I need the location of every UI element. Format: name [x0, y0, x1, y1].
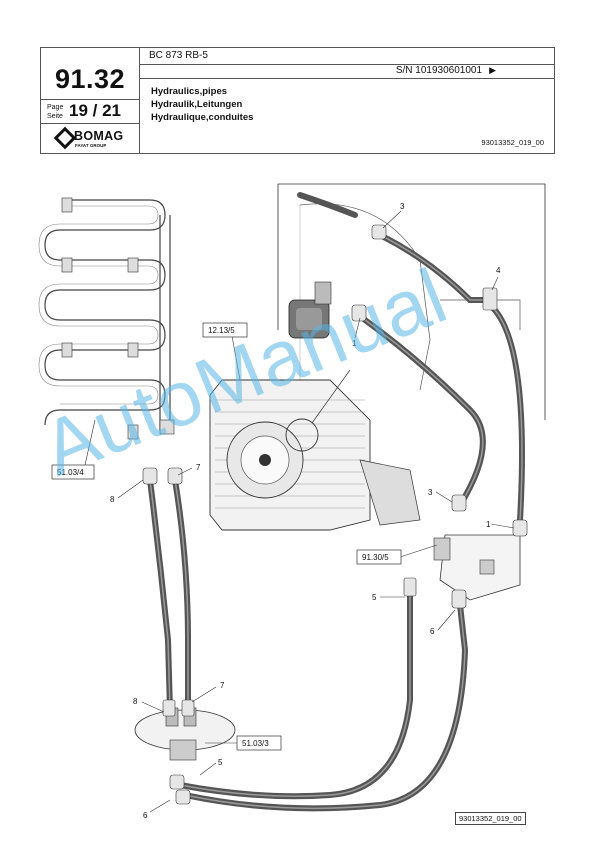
reference-boxes: 12.13/5 51.03/4 91.30/5 51.03/3 — [51, 322, 402, 751]
callout-8: 8 — [133, 697, 138, 706]
cooler-coil — [38, 199, 171, 430]
callout-7: 7 — [220, 681, 225, 690]
callout-6: 6 — [430, 627, 435, 636]
logo-text: BOMAG — [74, 129, 124, 143]
doc-code: 93013352_019_00 — [481, 138, 544, 147]
ref-51-03-4: 51.03/4 — [57, 468, 84, 477]
page-label-en: Page — [47, 104, 64, 111]
callout-3: 3 — [400, 202, 405, 211]
callout-5: 5 — [372, 593, 377, 602]
serial-number: S/N 101930601001 — [395, 65, 482, 76]
detail-circle — [285, 418, 319, 452]
model-name: BC 873 RB-5 — [149, 50, 208, 61]
page-number: 19 / 21 — [69, 101, 121, 120]
callout-1: 1 — [486, 520, 491, 529]
title-de: Hydraulik,Leitungen — [151, 99, 243, 110]
title-block-left: 91.32 Page Seite 19 / 21 BOMAG FAYAT GRO… — [41, 48, 140, 153]
figure-code: 93013352_019_00 — [455, 812, 526, 825]
callout-5: 5 — [218, 758, 223, 767]
hose-fittings — [142, 224, 528, 805]
callout-1: 1 — [352, 339, 357, 348]
bomag-logo: BOMAG FAYAT GROUP — [41, 123, 139, 154]
callout-numbers: 3 4 1 3 1 5 6 7 8 7 8 5 6 — [110, 202, 501, 820]
model-row: BC 873 RB-5 — [139, 48, 554, 65]
title-fr: Hydraulique,conduites — [151, 112, 254, 123]
callout-3: 3 — [428, 488, 433, 497]
oil-cooler — [209, 379, 421, 531]
divider — [41, 99, 139, 100]
page-label-de: Seite — [47, 113, 63, 120]
ref-51-03-3: 51.03/3 — [242, 739, 269, 748]
coil-clips — [61, 197, 175, 440]
hoses — [147, 192, 525, 812]
title-en: Hydraulics,pipes — [151, 86, 228, 97]
ref-12-13-5: 12.13/5 — [208, 326, 235, 335]
serial-arrow-icon: ▶ — [489, 65, 496, 75]
group-number: 91.32 — [54, 64, 126, 94]
hose-base-plate — [134, 707, 236, 761]
valve-block — [433, 534, 521, 601]
title-block: 91.32 Page Seite 19 / 21 BOMAG FAYAT GRO… — [40, 47, 555, 154]
page-label: Page Seite — [47, 103, 63, 121]
serial-row: S/N 101930601001 ▶ — [139, 64, 554, 79]
inset-frame — [277, 183, 546, 420]
callout-4: 4 — [496, 266, 501, 275]
leader-lines — [84, 210, 515, 813]
callout-6: 6 — [143, 811, 148, 820]
callout-7: 7 — [196, 463, 201, 472]
callout-8: 8 — [110, 495, 115, 504]
pump-component — [288, 281, 332, 339]
logo-subtext: FAYAT GROUP — [75, 143, 107, 148]
ref-91-30-5: 91.30/5 — [362, 553, 389, 562]
